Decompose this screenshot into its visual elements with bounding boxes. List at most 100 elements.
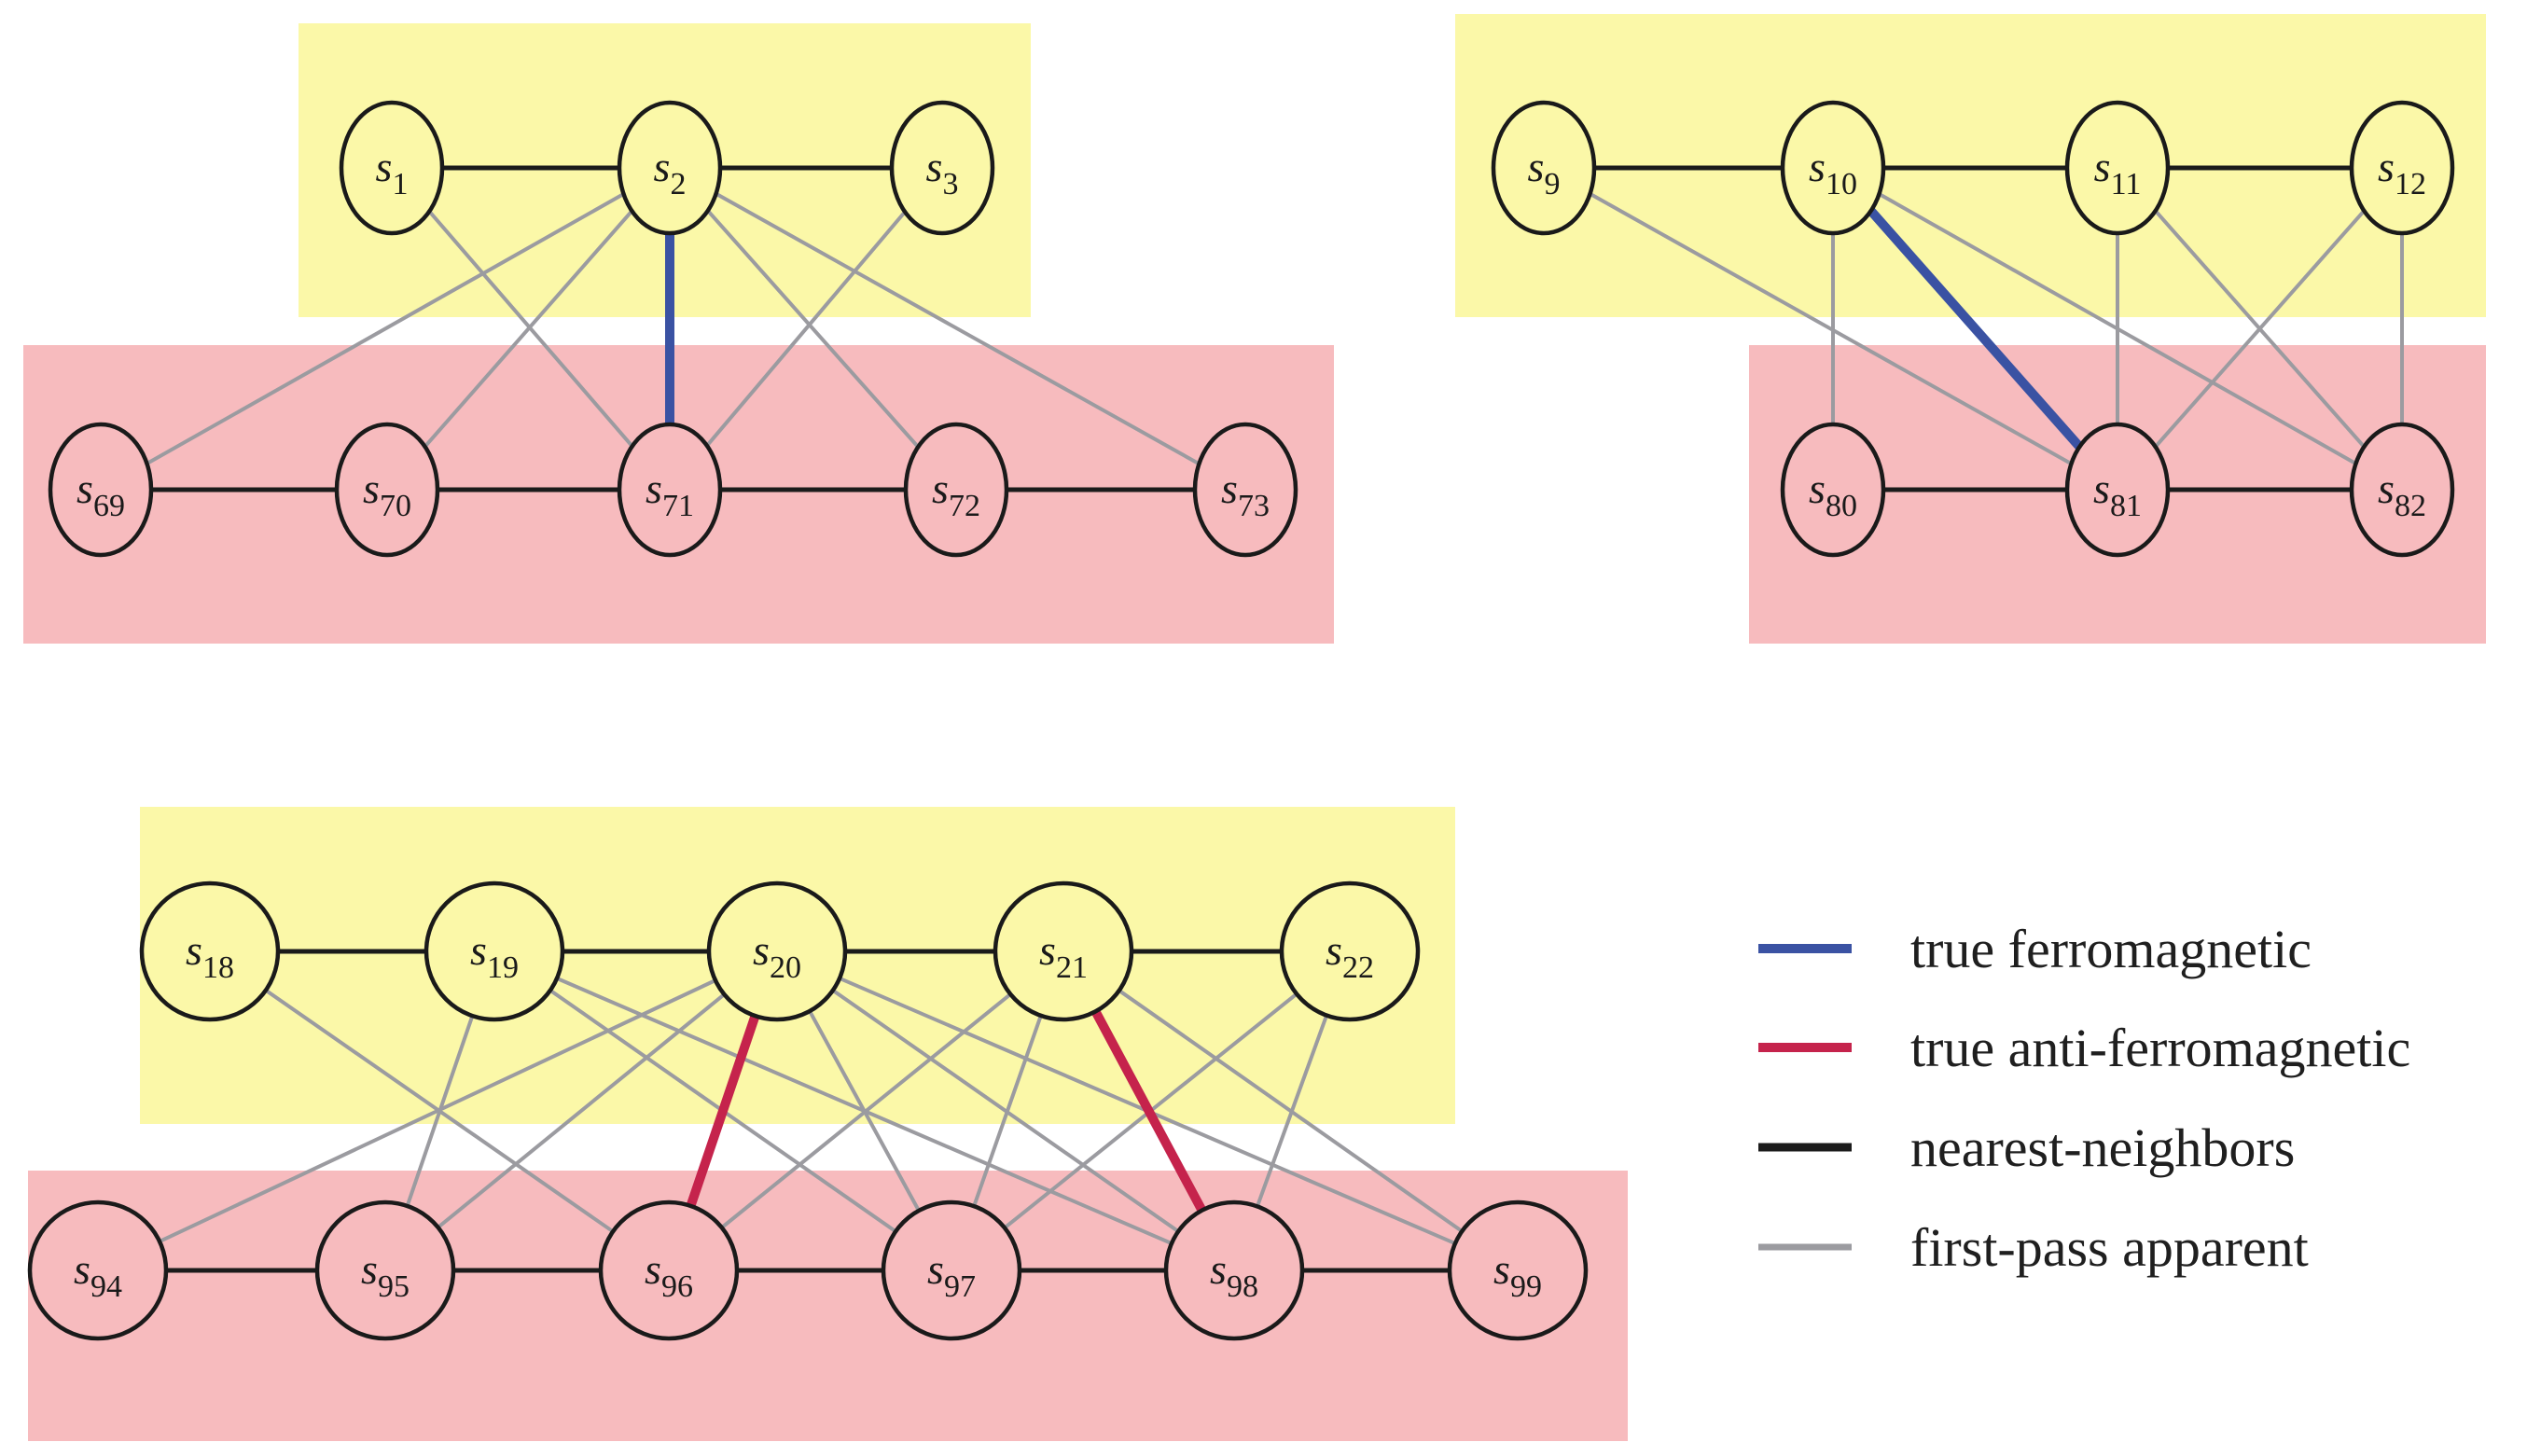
node-label-subscript-s18: 18 [202, 950, 234, 985]
node-label-subscript-s71: 71 [662, 489, 694, 523]
node-label-main-s98: s [1210, 1245, 1227, 1293]
node-label-s1: s1 [376, 143, 409, 201]
node-label-s12: s12 [2378, 143, 2426, 201]
node-s82 [2349, 422, 2455, 558]
node-label-main-s20: s [753, 926, 770, 974]
node-label-s72: s72 [932, 465, 980, 523]
node-label-s11: s11 [2094, 143, 2142, 201]
node-label-main-s70: s [363, 465, 380, 512]
node-label-subscript-s99: 99 [1510, 1269, 1542, 1304]
node-s98 [1163, 1199, 1305, 1341]
node-s81 [2064, 422, 2171, 558]
panel-bottom-left-hidden-cluster-box [28, 1171, 1628, 1441]
node-label-s70: s70 [363, 465, 411, 523]
node-label-main-s82: s [2378, 465, 2395, 512]
node-label-main-s22: s [1326, 926, 1342, 974]
node-s19 [423, 881, 565, 1022]
edge-s20-s95-gray [383, 950, 779, 1272]
node-s18 [139, 881, 281, 1022]
edge-s20-s94-gray [97, 950, 778, 1272]
node-label-main-s10: s [1809, 143, 1826, 190]
node-label-s69: s69 [76, 465, 125, 523]
edge-s9-s81-gray [1543, 166, 2118, 492]
node-s11 [2064, 100, 2171, 236]
node-label-main-s73: s [1221, 465, 1238, 512]
node-label-subscript-s20: 20 [770, 950, 801, 985]
node-s22 [1279, 881, 1421, 1022]
node-label-main-s94: s [74, 1245, 90, 1293]
node-label-s22: s22 [1326, 926, 1374, 985]
node-label-subscript-s12: 12 [2395, 167, 2426, 201]
node-label-subscript-s70: 70 [380, 489, 411, 523]
node-label-main-s81: s [2093, 465, 2110, 512]
node-label-main-s96: s [645, 1245, 661, 1293]
node-label-subscript-s3: 3 [942, 167, 958, 201]
node-label-s73: s73 [1221, 465, 1270, 523]
node-label-main-s99: s [1493, 1245, 1510, 1293]
node-label-s9: s9 [1528, 143, 1561, 201]
node-s97 [881, 1199, 1022, 1341]
edge-s2-s72-gray [668, 166, 958, 492]
node-label-main-s72: s [932, 465, 949, 512]
node-s3 [889, 100, 995, 236]
edge-s12-s81-gray [2116, 166, 2404, 492]
node-label-main-s1: s [376, 143, 393, 190]
node-label-subscript-s69: 69 [93, 489, 125, 523]
node-label-main-s2: s [654, 143, 671, 190]
node-s9 [1491, 100, 1597, 236]
edge-s3-s71-gray [668, 166, 944, 492]
edge-s2-s73-gray [669, 166, 1246, 492]
node-label-subscript-s9: 9 [1544, 167, 1560, 201]
node-s12 [2349, 100, 2455, 236]
node-s94 [27, 1199, 169, 1341]
node-s2 [617, 100, 723, 236]
node-s96 [598, 1199, 740, 1341]
node-label-subscript-s11: 11 [2111, 167, 2142, 201]
node-label-main-s95: s [361, 1245, 378, 1293]
node-s1 [339, 100, 445, 236]
node-label-main-s80: s [1809, 465, 1826, 512]
edge-s10-s81-blue [1829, 164, 2121, 493]
node-s20 [706, 881, 848, 1022]
edge-s2-s69-gray [100, 166, 671, 492]
node-label-main-s3: s [926, 143, 943, 190]
node-label-main-s21: s [1039, 926, 1056, 974]
node-label-main-s69: s [76, 465, 93, 512]
node-label-main-s12: s [2378, 143, 2395, 190]
node-s21 [993, 881, 1134, 1022]
node-label-s2: s2 [654, 143, 687, 201]
node-label-s3: s3 [926, 143, 959, 201]
node-label-subscript-s82: 82 [2395, 489, 2426, 523]
legend-label-blue: true ferromagnetic [1910, 919, 2312, 979]
node-label-main-s11: s [2094, 143, 2111, 190]
node-label-main-s97: s [927, 1245, 944, 1293]
node-s73 [1192, 422, 1298, 558]
node-label-s96: s96 [645, 1245, 693, 1304]
edge-s2-s70-gray [385, 166, 672, 492]
node-label-s20: s20 [753, 926, 801, 985]
node-label-s18: s18 [186, 926, 234, 985]
legend-label-gray: first-pass apparent [1910, 1217, 2309, 1278]
node-label-subscript-s80: 80 [1826, 489, 1857, 523]
node-label-subscript-s1: 1 [392, 167, 408, 201]
node-label-s81: s81 [2093, 465, 2142, 523]
node-label-subscript-s96: 96 [661, 1269, 693, 1304]
node-label-subscript-s10: 10 [1826, 167, 1857, 201]
node-label-subscript-s21: 21 [1056, 950, 1088, 985]
node-s72 [903, 422, 1009, 558]
node-label-main-s19: s [470, 926, 487, 974]
node-label-subscript-s98: 98 [1227, 1269, 1258, 1304]
node-s95 [314, 1199, 456, 1341]
node-label-subscript-s73: 73 [1238, 489, 1270, 523]
node-label-s71: s71 [646, 465, 694, 523]
node-label-subscript-s2: 2 [670, 167, 686, 201]
node-label-s94: s94 [74, 1245, 122, 1304]
edge-s21-s96-gray [667, 950, 1065, 1272]
node-s10 [1780, 100, 1886, 236]
node-s99 [1447, 1199, 1589, 1341]
node-label-subscript-s72: 72 [949, 489, 980, 523]
node-s70 [334, 422, 440, 558]
